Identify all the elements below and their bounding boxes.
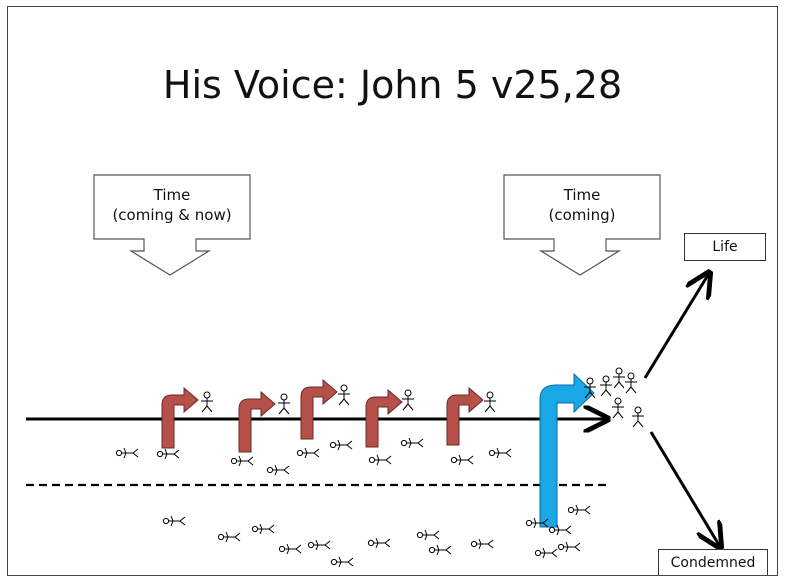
red-turn-arrow [365, 388, 403, 448]
diagram-canvas [26, 174, 778, 568]
condemned-branch-arrow [649, 431, 719, 545]
callout-line-2: (coming & now) [112, 206, 232, 224]
red-turn-arrow [300, 378, 338, 440]
red-turn-arrow [446, 386, 484, 446]
slide: His Voice: John 5 v25,28 [7, 6, 778, 576]
callout-time-coming [503, 174, 661, 276]
future-resurrection-arrow [539, 372, 595, 528]
life-label: Life [684, 233, 766, 261]
life-branch-arrow [643, 275, 708, 379]
past-resurrection-arrows [161, 378, 484, 453]
callout-line-1: Time [153, 186, 191, 204]
callout-time-coming-label: Time (coming) [504, 185, 660, 225]
red-turn-arrow [238, 390, 276, 453]
slide-title: His Voice: John 5 v25,28 [162, 63, 623, 107]
sleeping-figures-lower [162, 504, 591, 568]
callout-time-now [93, 174, 251, 276]
red-turn-arrow [161, 386, 199, 449]
callout-line-1: Time [563, 186, 601, 204]
callout-line-2: (coming) [548, 206, 616, 224]
callout-time-now-label: Time (coming & now) [94, 185, 250, 225]
condemned-label: Condemned [658, 549, 768, 575]
